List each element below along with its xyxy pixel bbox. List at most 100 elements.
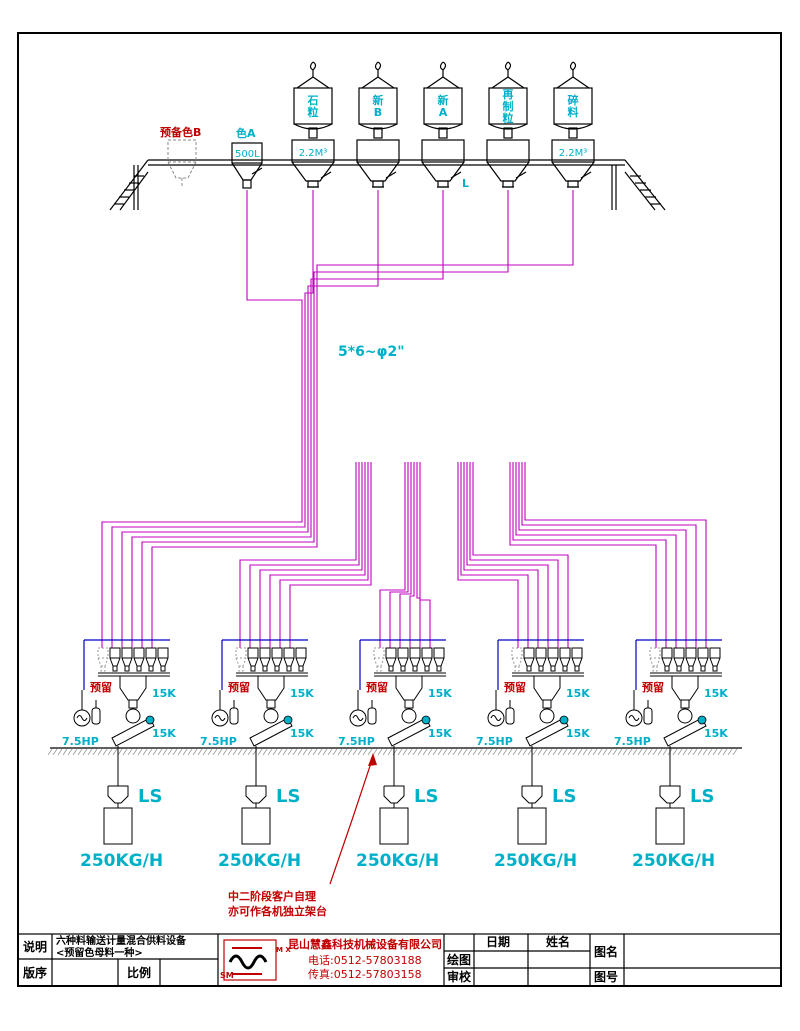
reserve-label: 预留 <box>366 680 388 694</box>
weigh-hopper-capacity: 15K <box>428 687 452 700</box>
station3-pipe-1 <box>379 462 406 648</box>
station1-pipe-2 <box>111 520 306 648</box>
name-label: 姓名 <box>546 934 570 949</box>
source-pipe-5 <box>313 190 509 520</box>
station2-pipe-4 <box>269 462 366 648</box>
throughput-rate: 250KG/H <box>494 851 577 871</box>
throughput-rate: 250KG/H <box>80 851 163 871</box>
version-label: 版序 <box>23 965 47 980</box>
station3-pipe-4 <box>409 462 415 648</box>
note-line-1: 中二阶段客户自理 <box>228 889 316 903</box>
station3-pipe-6 <box>419 462 431 648</box>
motor-power: 7.5HP <box>200 735 237 748</box>
station3-pipe-2 <box>389 462 409 648</box>
company-phone: 电话:0512-57803188 <box>308 954 422 967</box>
date-label: 日期 <box>486 934 510 949</box>
silo-label-5: 碎料 <box>568 93 579 119</box>
pipe-spec-label: 5*6~φ2" <box>338 344 405 360</box>
station5-pipe-1 <box>509 462 657 648</box>
reserve-label: 预留 <box>228 680 250 694</box>
motor-power: 7.5HP <box>614 735 651 748</box>
mixer-capacity: 15K <box>152 727 176 740</box>
station2-pipe-1 <box>239 462 357 648</box>
ls-label: LS <box>276 786 300 807</box>
silo-label-4: 再制粒 <box>503 88 514 125</box>
station5-pipe-6 <box>524 462 707 648</box>
silo-capacity-5: 2.2M³ <box>559 148 588 159</box>
desc-line-1: 六种料输送计量混合供料设备 <box>56 934 187 947</box>
mixer-capacity: 15K <box>566 727 590 740</box>
drawing-name-label: 图名 <box>594 944 618 959</box>
station4-pipe-5 <box>469 462 559 648</box>
logo-text-s: SM <box>220 971 234 980</box>
throughput-rate: 250KG/H <box>356 851 439 871</box>
ls-label: LS <box>690 786 714 807</box>
reserve-label: 预留 <box>642 680 664 694</box>
company-logo <box>223 939 277 981</box>
mixer-capacity: 15K <box>428 727 452 740</box>
silo-platform <box>109 159 666 211</box>
station-3: 预留 15K 15K 7.5HP LS 250KG/H <box>338 639 452 871</box>
weigh-hopper-capacity: 15K <box>290 687 314 700</box>
ls-label: LS <box>552 786 576 807</box>
station5-pipe-5 <box>521 462 697 648</box>
station2-pipe-5 <box>279 462 369 648</box>
station1-pipe-4 <box>131 520 312 648</box>
note-line-2: 亦可作各机独立架台 <box>228 904 327 918</box>
weigh-hopper-capacity: 15K <box>704 687 728 700</box>
scale-label: 比例 <box>127 965 151 980</box>
silo-4: 再制粒 <box>486 61 530 188</box>
conveying-pipes <box>101 190 707 648</box>
level-sensor-label: L <box>462 177 469 190</box>
silo-capacity-1: 2.2M³ <box>299 148 328 159</box>
source-pipe-1 <box>246 190 303 520</box>
source-pipe-4 <box>310 190 444 520</box>
station4-pipe-1 <box>457 462 519 648</box>
motor-power: 7.5HP <box>338 735 375 748</box>
color-a-capacity: 500L <box>235 149 260 160</box>
weigh-hopper-capacity: 15K <box>152 687 176 700</box>
drawn-label: 绘图 <box>447 952 471 967</box>
reserve-label: 预留 <box>90 680 112 694</box>
station3-pipe-3 <box>399 462 412 648</box>
station-5: 预留 15K 15K 7.5HP LS 250KG/H <box>614 639 728 871</box>
station2-pipe-3 <box>259 462 363 648</box>
motor-power: 7.5HP <box>476 735 513 748</box>
note-arrow <box>329 753 377 885</box>
source-pipe-3 <box>307 190 379 520</box>
color-a-hopper <box>231 142 263 189</box>
throughput-rate: 250KG/H <box>632 851 715 871</box>
station1-pipe-6 <box>151 520 318 648</box>
silo-label-1: 石粒 <box>307 94 319 119</box>
desc-line-2: <预留色母料一种> <box>56 946 143 959</box>
weigh-hopper-capacity: 15K <box>566 687 590 700</box>
station1-pipe-1 <box>101 520 303 648</box>
throughput-rate: 250KG/H <box>218 851 301 871</box>
company-fax: 传真:0512-57803158 <box>308 967 422 981</box>
motor-power: 7.5HP <box>62 735 99 748</box>
ls-label: LS <box>414 786 438 807</box>
source-pipe-2 <box>304 190 314 520</box>
floor-line <box>47 747 742 756</box>
reserve-color-b-label: 预备色B <box>160 125 201 139</box>
station4-pipe-2 <box>460 462 529 648</box>
station1-pipe-5 <box>141 520 315 648</box>
reserve-label: 预留 <box>504 680 526 694</box>
station-4: 预留 15K 15K 7.5HP LS 250KG/H <box>476 639 590 871</box>
silo-5: 碎料 2.2M³ <box>551 61 595 188</box>
title-block <box>17 933 782 987</box>
station5-pipe-2 <box>512 462 667 648</box>
company-name: 昆山慧鑫科技机械设备有限公司 <box>288 937 442 951</box>
station2-pipe-6 <box>289 462 372 648</box>
station1-pipe-3 <box>121 520 309 648</box>
mixer-capacity: 15K <box>704 727 728 740</box>
station5-pipe-4 <box>518 462 687 648</box>
